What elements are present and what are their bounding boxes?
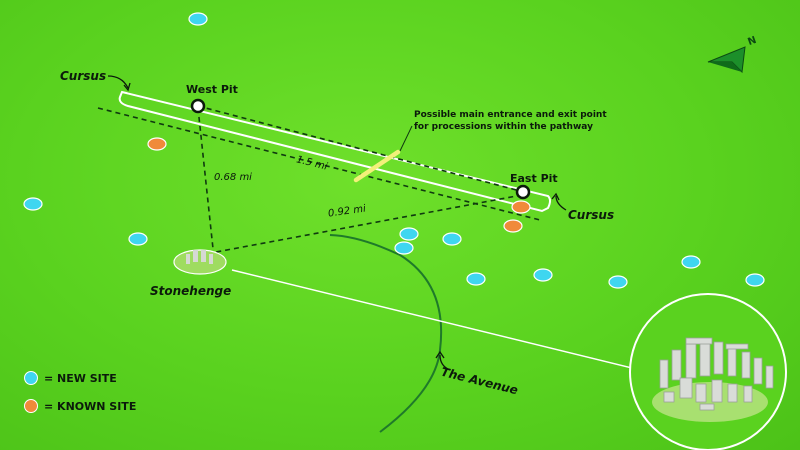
west-to-stonehenge [197,107,215,259]
cursus-right-label: Cursus [568,208,615,222]
new-site [608,275,628,289]
west-pit-label: West Pit [186,83,238,96]
new-site [442,232,462,246]
north-arrow-icon [707,46,746,74]
cursus-right-arrow [555,195,567,211]
avenue-arrow [439,354,451,371]
stonehenge-icon [652,337,774,422]
zoom-leader [231,269,641,371]
legend-known-site: = KNOWN SITE [24,399,136,413]
new-site [466,272,486,286]
entrance-note-line2: for processions within the pathway [414,122,593,132]
legend-new-site: = NEW SITE [24,371,117,385]
stonehenge-small [173,249,227,275]
cursus-left-arrow [107,75,129,89]
legend-known-site-text: = KNOWN SITE [44,399,137,413]
distance-west-label: 0.68 mi [214,172,252,183]
known-sites [147,137,531,233]
stonehenge-label: Stonehenge [150,284,232,298]
cursus-inner-dash [97,107,541,221]
new-site [399,227,419,241]
new-site [394,241,414,255]
east-to-stonehenge [215,194,523,253]
avenue-path [329,234,443,433]
known-site-swatch [24,399,38,413]
new-site [533,268,553,282]
new-site [745,273,765,287]
pit-connection [197,105,525,193]
new-site [23,197,43,211]
legend-new-site-text: = NEW SITE [44,371,117,385]
new-sites [23,12,765,289]
new-site [188,12,208,26]
cursus-left-label: Cursus [60,69,107,83]
new-site-swatch [24,371,38,385]
entrance-note-line1: Possible main entrance and exit point [414,110,607,120]
entrance-pointer [399,125,413,152]
known-site [511,200,531,214]
east-pit-label: East Pit [510,172,558,185]
entrance-marker [353,149,401,183]
west-pit-marker [190,98,206,114]
new-site [681,255,701,269]
known-site [503,219,523,233]
new-site [128,232,148,246]
east-pit-marker [515,184,531,200]
cursus-outline [118,90,551,213]
known-site [147,137,167,151]
